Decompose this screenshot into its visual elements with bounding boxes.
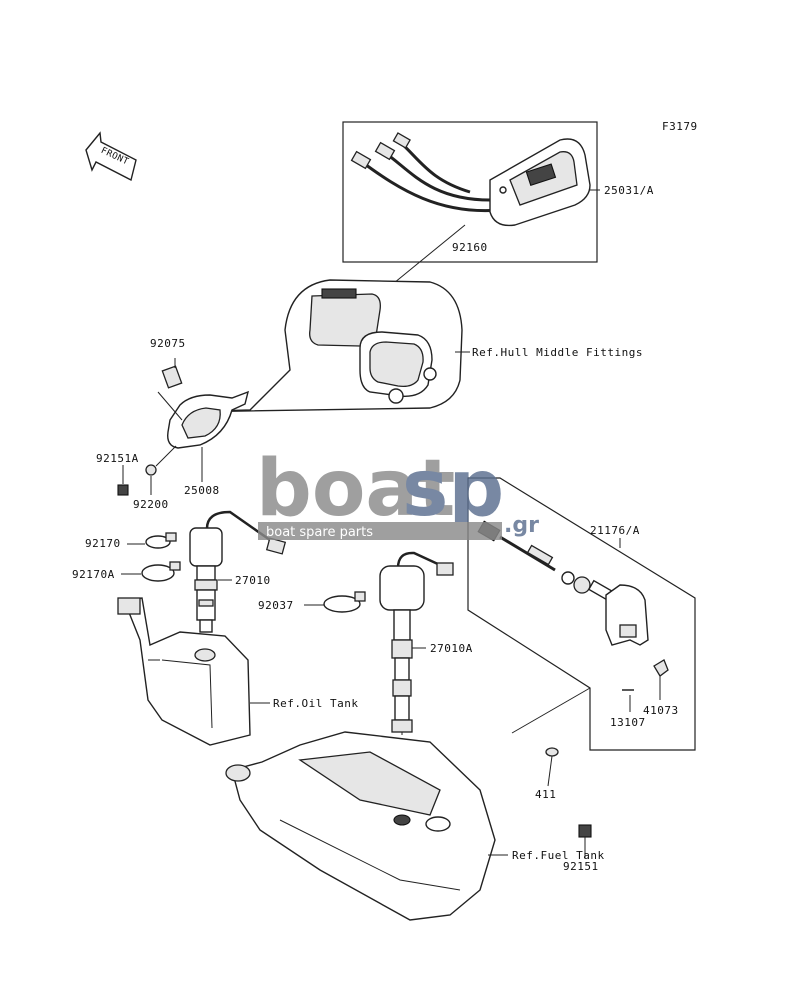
label-13107: 13107 bbox=[610, 716, 646, 729]
clamp-92170a bbox=[141, 561, 181, 582]
watermark-brand-left: boat bbox=[256, 444, 455, 534]
washer-411 bbox=[545, 747, 559, 757]
speedometer-cable-assembly bbox=[477, 520, 649, 646]
label-411: 411 bbox=[535, 788, 556, 801]
screw-92151 bbox=[578, 824, 592, 838]
label-ref-fuel-tank: Ref.Fuel Tank bbox=[512, 849, 605, 862]
fuel-tank bbox=[225, 731, 496, 921]
label-92160: 92160 bbox=[452, 241, 488, 254]
label-92170: 92170 bbox=[85, 537, 121, 550]
label-92170a: 92170A bbox=[72, 568, 115, 581]
clamp-92170 bbox=[145, 532, 177, 549]
speedometer-cable-frame bbox=[467, 477, 696, 751]
label-ref-oil-tank: Ref.Oil Tank bbox=[273, 697, 358, 710]
hull-middle-fittings bbox=[179, 279, 463, 413]
watermark-tagline-bar bbox=[258, 522, 502, 540]
watermark-brand-right: sp bbox=[402, 444, 504, 534]
label-41073: 41073 bbox=[643, 704, 679, 717]
oil-tank bbox=[117, 597, 251, 746]
label-92037: 92037 bbox=[258, 599, 294, 612]
washer-92200 bbox=[145, 464, 157, 476]
meter-harness bbox=[350, 132, 501, 213]
label-92151: 92151 bbox=[563, 860, 599, 873]
speedometer-bracket bbox=[157, 365, 250, 449]
label-27010: 27010 bbox=[235, 574, 271, 587]
leader-lines bbox=[121, 189, 661, 858]
clip-41073 bbox=[653, 659, 669, 677]
oil-level-sensor bbox=[189, 510, 287, 633]
multifunction-meter bbox=[489, 138, 591, 227]
label-21176a: 21176/A bbox=[590, 524, 640, 537]
label-92200: 92200 bbox=[133, 498, 169, 511]
watermark-suffix: .gr bbox=[504, 513, 539, 538]
front-arrow-icon: FRONT bbox=[85, 131, 137, 182]
label-92151a: 92151A bbox=[96, 452, 139, 465]
label-25008: 25008 bbox=[184, 484, 220, 497]
watermark-tagline: boat spare parts bbox=[266, 525, 373, 540]
label-ref-hull-middle-fittings: Ref.Hull Middle Fittings bbox=[472, 346, 643, 359]
meter-assembly-frame bbox=[342, 121, 598, 263]
screw-92151a bbox=[117, 484, 129, 496]
label-27010a: 27010A bbox=[430, 642, 473, 655]
figure-code: F3179 bbox=[662, 120, 698, 133]
clamp-92037 bbox=[323, 591, 366, 613]
label-25031a: 25031/A bbox=[604, 184, 654, 197]
fuel-level-sensor bbox=[379, 551, 454, 815]
watermark-logo: boat sp .gr boat spare parts bbox=[256, 444, 539, 540]
label-92075: 92075 bbox=[150, 337, 186, 350]
